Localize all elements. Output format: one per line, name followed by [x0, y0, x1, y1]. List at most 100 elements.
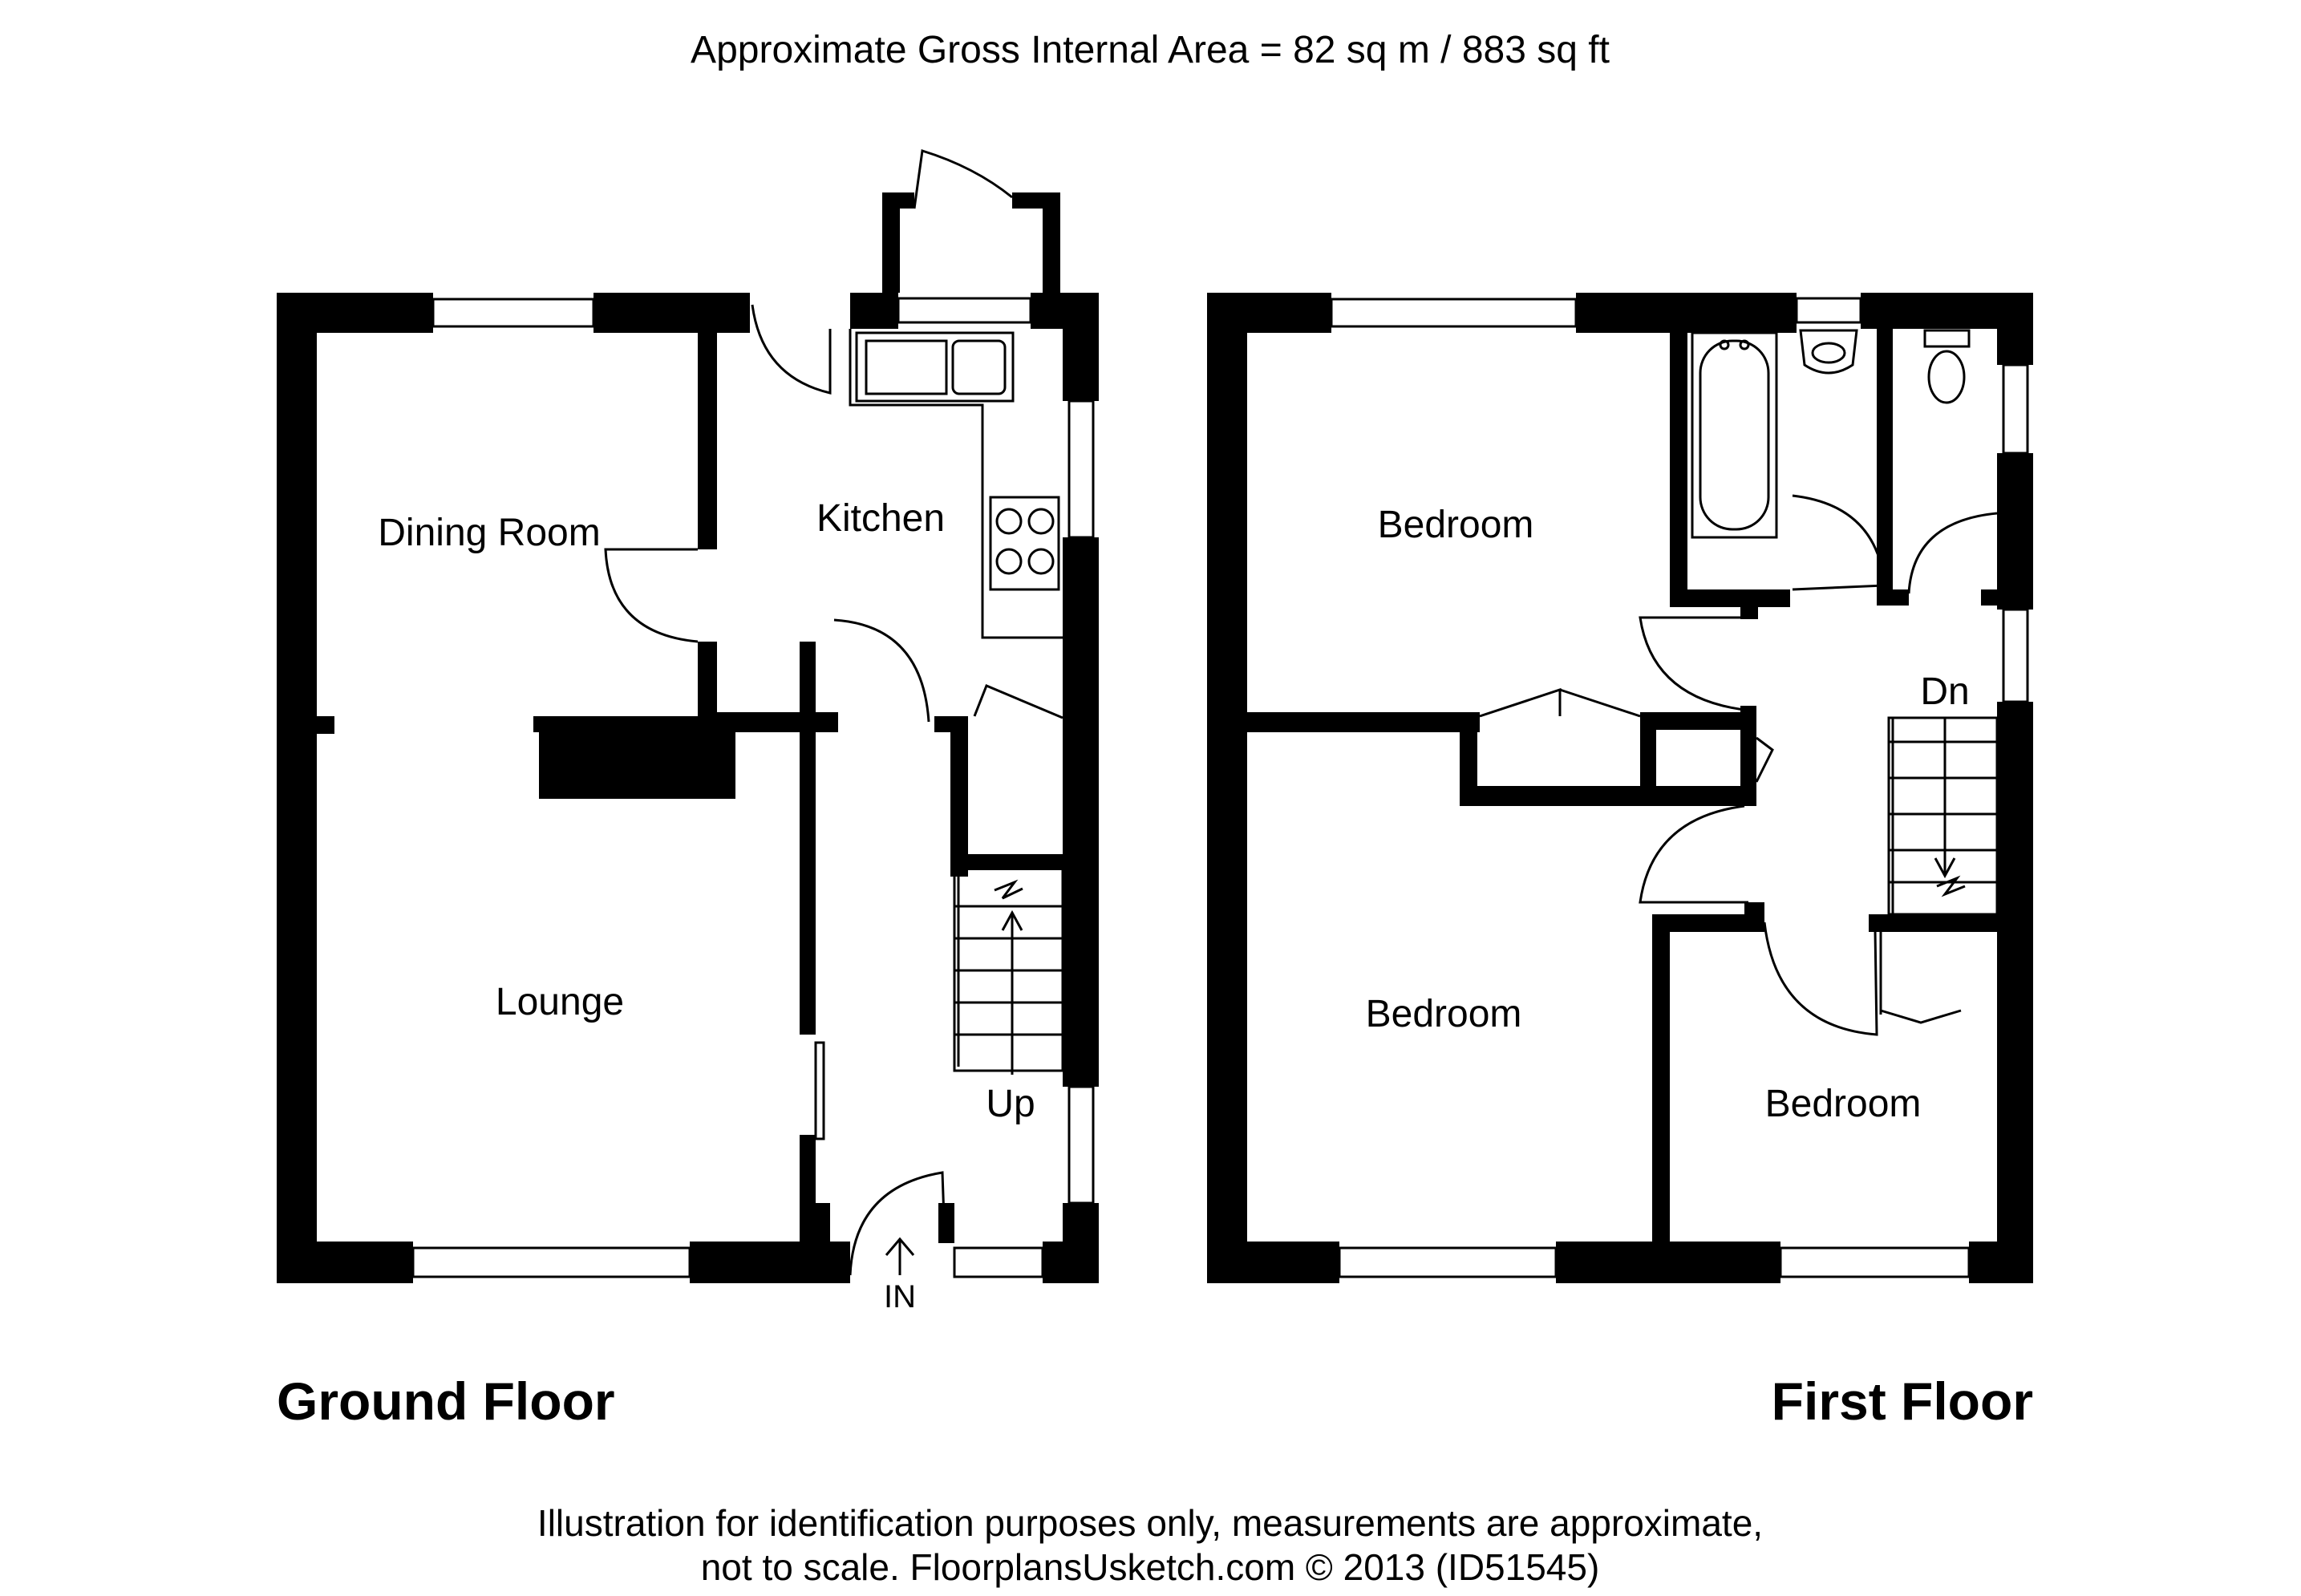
- first-window-bedroom3: [1779, 1246, 1971, 1278]
- hall-wall-lower: [800, 1135, 816, 1247]
- ground-wall-bottom-mid: [690, 1242, 850, 1283]
- bedroom1-door-swing: [1639, 616, 1756, 711]
- cupboard-wall-left: [950, 716, 968, 877]
- first-floor-plan: Bedroom Bedroom Bedroom Dn: [1207, 293, 2033, 1283]
- ground-wall-right-top: [1063, 293, 1099, 401]
- kitchen-worktop: [849, 329, 1063, 639]
- wc-wall-bottom-right: [1981, 589, 2001, 606]
- wardrobe-doors: [1479, 687, 1641, 718]
- landing-stub-bottom: [1744, 902, 1764, 922]
- first-window-bedroom1: [1330, 298, 1578, 328]
- first-window-wc-side: [2002, 363, 2029, 455]
- porch-inner-door-swing: [751, 304, 832, 395]
- wardrobe-wall-mid: [1640, 712, 1656, 804]
- first-wall-top-mid: [1576, 293, 1797, 333]
- bathtub-icon: [1691, 331, 1778, 539]
- chimney-hearth: [533, 716, 549, 732]
- label-entrance: IN: [884, 1279, 916, 1314]
- landing-stub-left: [1740, 602, 1758, 619]
- bed3-cupboard-doors: [1879, 930, 1962, 1024]
- wardrobe-wall-left: [1460, 712, 1477, 804]
- wc-door-swing: [1907, 512, 1998, 594]
- first-wall-top-left: [1207, 293, 1331, 333]
- wardrobe-wall-bottom: [1460, 786, 1756, 806]
- first-floor-title: First Floor: [1772, 1371, 2033, 1431]
- ground-window-lounge: [411, 1246, 691, 1278]
- kitchen-sink-basin: [951, 339, 1007, 395]
- bathroom-door-swing: [1792, 494, 1886, 591]
- left-wall-stub: [317, 716, 334, 734]
- toilet-icon: [1923, 329, 1971, 404]
- landing-cupboard-door: [1755, 736, 1774, 783]
- ground-window-hall-side: [1067, 1085, 1095, 1205]
- first-window-landing-side: [2002, 608, 2029, 703]
- first-wall-bottom-mid: [1556, 1242, 1780, 1283]
- hall-bottom-stub-2: [814, 1203, 830, 1243]
- dining-kitchen-wall-lower: [698, 642, 717, 722]
- ground-window-dining: [431, 298, 595, 328]
- chimney-breast: [539, 716, 735, 799]
- first-window-bedroom2: [1338, 1246, 1558, 1278]
- hall-wall-upper: [800, 642, 816, 1035]
- bed3-top-wall-right: [1869, 914, 2001, 932]
- ground-window-hall-bottom: [953, 1246, 1044, 1278]
- cupboard-door-swing: [973, 684, 1063, 719]
- kitchen-sink-drainer: [865, 339, 948, 395]
- washbasin-icon: [1799, 329, 1858, 375]
- first-staircase: [1887, 716, 1999, 916]
- label-dining-room: Dining Room: [378, 512, 600, 554]
- cupboard-wall-top-first: [1640, 712, 1756, 730]
- ground-wall-right-mid: [1063, 537, 1099, 1087]
- porch-wall-right: [1043, 192, 1060, 293]
- first-wall-right-top: [1997, 293, 2033, 365]
- ground-wall-top-left: [277, 293, 433, 333]
- label-bedroom-2: Bedroom: [1366, 993, 1522, 1035]
- label-stairs-down: Dn: [1920, 670, 1969, 713]
- bed2-right-wall: [1652, 914, 1670, 1243]
- first-wall-left: [1207, 293, 1247, 1283]
- ground-wall-top-kitchen: [850, 293, 898, 329]
- porch-wall-left-top: [882, 192, 914, 209]
- disclaimer-line-2: not to scale. FloorplansUsketch.com © 20…: [701, 1546, 1600, 1588]
- ground-window-kitchen-top: [897, 297, 1032, 324]
- hob-icon: [989, 496, 1060, 591]
- hall-bottom-stub: [938, 1203, 954, 1243]
- wc-wall-bottom: [1877, 589, 1909, 606]
- entrance-arrow-icon: [885, 1237, 915, 1275]
- kitchen-door-swing: [833, 618, 930, 723]
- porch-wall-left: [882, 192, 900, 293]
- bed3-top-wall: [1652, 914, 1764, 932]
- ground-wall-top-mid: [593, 293, 750, 333]
- bathroom-wall-left: [1670, 329, 1687, 606]
- landing-wall-stub: [1740, 706, 1756, 802]
- bedroom2-door-swing: [1639, 804, 1748, 904]
- ground-staircase: [953, 861, 1064, 1075]
- label-bedroom-1: Bedroom: [1378, 504, 1534, 546]
- dining-door-swing: [604, 548, 699, 643]
- first-wall-bottom-right: [1969, 1242, 2033, 1283]
- front-door-swing: [849, 1171, 946, 1276]
- ground-floor-plan: Dining Room Kitchen Lounge Up IN: [277, 149, 1099, 1314]
- bed1-bed2-wall: [1247, 712, 1480, 732]
- first-wall-right-mid: [1997, 453, 2033, 610]
- ground-wall-bottom-left: [277, 1242, 413, 1283]
- disclaimer-line-1: Illustration for identification purposes…: [537, 1502, 1763, 1544]
- first-wall-bottom-left: [1207, 1242, 1339, 1283]
- label-bedroom-3: Bedroom: [1765, 1083, 1922, 1125]
- first-wall-right-low: [1997, 702, 2033, 1283]
- lounge-glazed-panel: [814, 1041, 825, 1140]
- gross-area-text: Approximate Gross Internal Area = 82 sq …: [691, 29, 1610, 71]
- wc-wall-left: [1877, 329, 1893, 606]
- porch-door-swing: [913, 149, 1013, 209]
- porch-wall-right-top: [1012, 192, 1060, 209]
- label-stairs-up: Up: [986, 1083, 1035, 1125]
- ground-wall-left: [277, 293, 317, 1283]
- bedroom3-door-swing: [1763, 922, 1878, 1036]
- bathroom-wall-bottom: [1670, 589, 1790, 607]
- ground-wall-bottom-right: [1043, 1242, 1099, 1283]
- dining-kitchen-wall-upper: [698, 329, 717, 549]
- label-lounge: Lounge: [496, 981, 624, 1023]
- kitchen-sink-unit: [855, 331, 1015, 403]
- ground-floor-title: Ground Floor: [277, 1371, 615, 1431]
